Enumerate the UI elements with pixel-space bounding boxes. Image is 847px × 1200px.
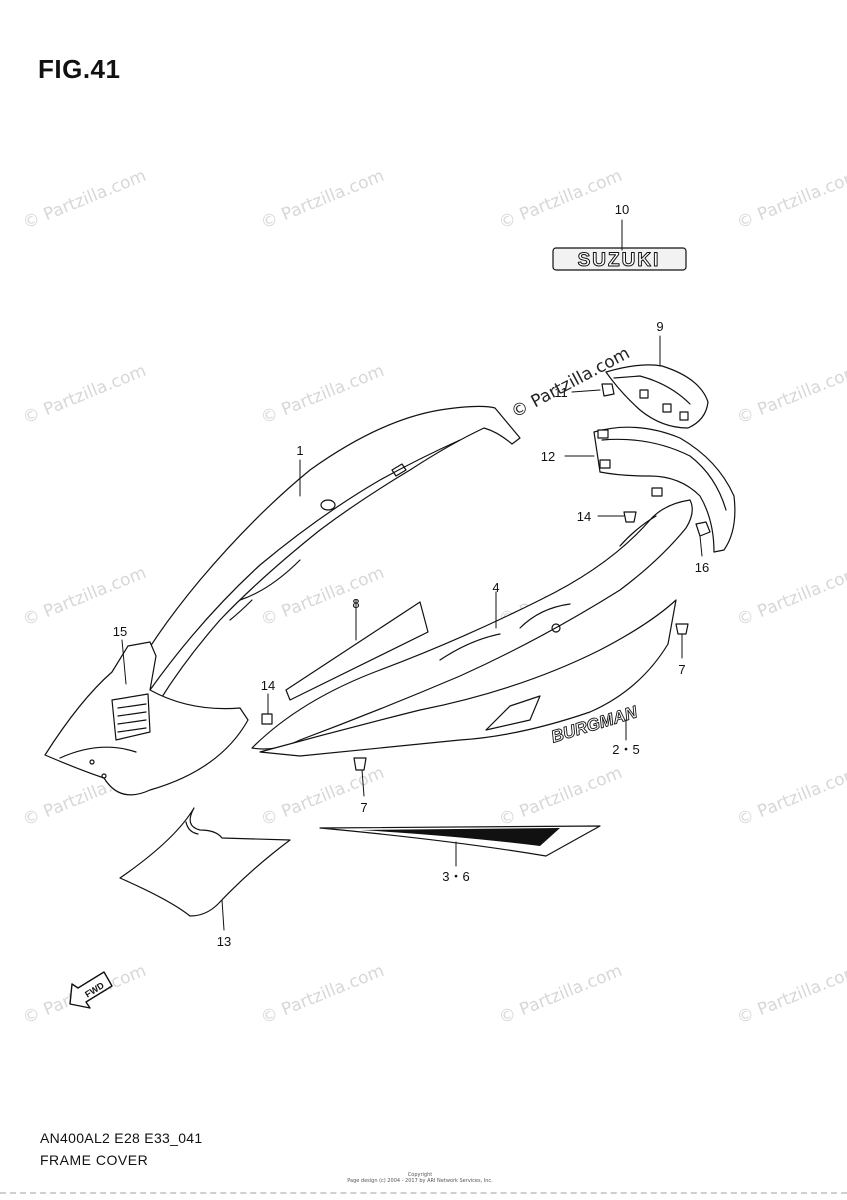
fwd-arrow-icon: FWD [69,971,113,1009]
callout-12: 12 [541,449,555,464]
copyright-notice: Copyright Page design (c) 2004 - 2017 by… [330,1172,510,1184]
callout-14-front: 14 [261,678,275,693]
emblem-text: SUZUKI [578,250,661,271]
copyright-line2: Page design (c) 2004 - 2017 by ARI Netwo… [347,1178,493,1184]
part-12-rear-lower-cover[interactable] [593,426,736,553]
part-15-front-under-cover[interactable] [44,641,249,796]
bottom-divider [0,1192,847,1194]
part-8-strip[interactable] [285,601,429,701]
part-10-emblem[interactable]: SUZUKI [552,247,687,272]
section-name: FRAME COVER [40,1152,149,1168]
callout-2-5: 2・5 [612,742,639,757]
callout-3-6: 3・6 [442,869,469,884]
callout-1: 1 [296,443,303,458]
callout-14: 14 [577,509,591,524]
fastener-14b[interactable] [261,713,273,725]
part-13-lower-plate[interactable] [119,807,291,917]
part-3-6-stripe[interactable] [319,825,601,857]
callout-11: 11 [554,385,568,400]
callout-8: 8 [352,596,359,611]
part-1-frame-cover[interactable] [124,405,521,701]
callout-16: 16 [695,560,709,575]
callout-4: 4 [492,580,499,595]
callout-13: 13 [217,934,231,949]
callout-7: 7 [678,662,685,677]
model-code: AN400AL2 E28 E33_041 [40,1130,203,1146]
part-11-clip[interactable] [601,383,615,397]
part-9-rear-cover[interactable] [605,364,709,429]
callout-7-lower: 7 [360,800,367,815]
fastener-16[interactable] [695,521,711,537]
fastener-14a[interactable] [623,511,637,523]
callout-9: 9 [656,319,663,334]
part-4-side-cover[interactable] [251,499,693,750]
figure-title: FIG.41 [38,54,121,84]
callout-15: 15 [113,624,127,639]
fastener-7b[interactable] [353,757,367,771]
callout-10: 10 [615,202,629,217]
leader-lines [121,219,703,931]
fastener-7a[interactable] [675,623,689,635]
copyright-line1: Copyright [407,1172,433,1178]
